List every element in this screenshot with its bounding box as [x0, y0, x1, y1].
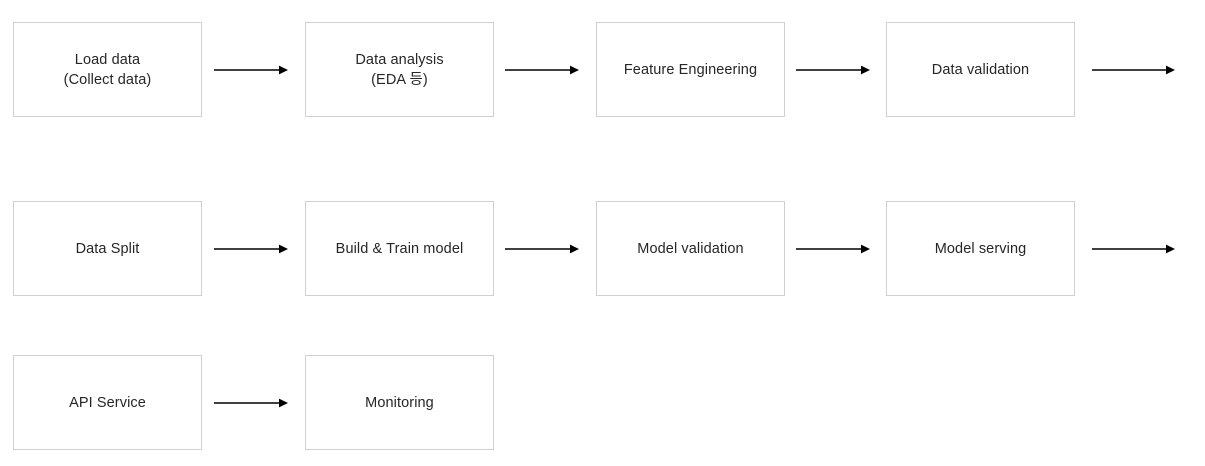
flow-node-monitoring[interactable]: Monitoring [305, 355, 494, 450]
flow-node-build-train-model[interactable]: Build & Train model [305, 201, 494, 296]
flow-arrow-row-2-continues [1088, 201, 1178, 296]
flow-node-api-service[interactable]: API Service [13, 355, 202, 450]
flow-node-label: Monitoring [365, 394, 434, 411]
flow-row-1: Load data (Collect data) Data analysis (… [0, 22, 1205, 117]
flow-row-3: API Service Monitoring [0, 355, 1205, 450]
flow-node-label: Build & Train model [335, 240, 464, 257]
flow-node-label: API Service [69, 394, 146, 411]
flow-node-label: Feature Engineering [623, 61, 758, 78]
flow-node-load-data[interactable]: Load data (Collect data) [13, 22, 202, 117]
flow-row-2: Data Split Build & Train model Model val… [0, 201, 1205, 296]
flow-arrow-build-train-model-to-model-validation [499, 201, 589, 296]
flow-node-label: Model serving [934, 240, 1027, 257]
flow-arrow-feature-engineering-to-data-validation [790, 22, 880, 117]
flow-node-label: Data Split [75, 240, 140, 257]
flow-node-data-analysis[interactable]: Data analysis (EDA 등) [305, 22, 494, 117]
flow-arrow-data-split-to-build-train-model [208, 201, 298, 296]
flow-arrow-row-1-continues [1088, 22, 1178, 117]
flow-node-feature-engineering[interactable]: Feature Engineering [596, 22, 785, 117]
flow-arrow-data-analysis-to-feature-engineering [499, 22, 589, 117]
flow-node-data-split[interactable]: Data Split [13, 201, 202, 296]
flow-node-label: Model validation [637, 240, 744, 257]
flow-arrow-load-data-to-data-analysis [208, 22, 298, 117]
flow-node-label: Data analysis (EDA 등) [355, 51, 444, 88]
flow-node-data-validation[interactable]: Data validation [886, 22, 1075, 117]
flow-node-model-validation[interactable]: Model validation [596, 201, 785, 296]
flow-node-model-serving[interactable]: Model serving [886, 201, 1075, 296]
flow-arrow-model-validation-to-model-serving [790, 201, 880, 296]
flow-arrow-api-service-to-monitoring [208, 355, 298, 450]
flow-node-label: Load data (Collect data) [63, 51, 152, 88]
flow-node-label: Data validation [931, 61, 1030, 78]
